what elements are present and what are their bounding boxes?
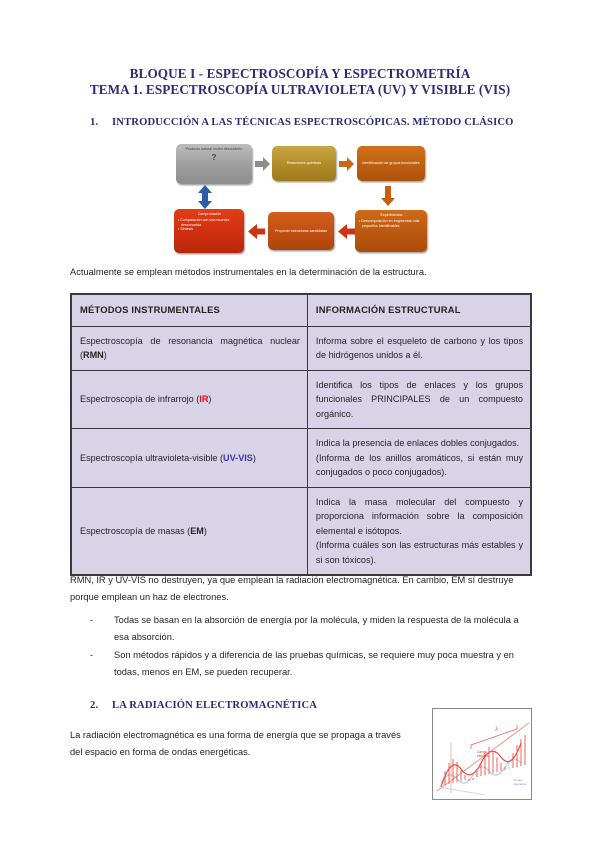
characteristics-list: - Todas se basan en la absorción de energ…: [86, 612, 532, 682]
table-cell-info-uvvis: Indica la presencia de enlaces dobles co…: [306, 428, 532, 488]
flow-box-identificacion-label: Identificación de grupos funcionales: [362, 161, 420, 166]
flow-box-comprobacion-title: Comprobación: [197, 212, 222, 216]
instrumental-methods-table: MÉTODOS INSTRUMENTALES INFORMACIÓN ESTRU…: [70, 293, 532, 576]
list-item-text: Todas se basan en la absorción de energí…: [114, 615, 519, 642]
bullet-marker: -: [90, 650, 94, 660]
flow-box-experimentos-title: Experimentos: [380, 213, 403, 217]
flow-box-comprobacion: Comprobación Comparación con una muestra…: [174, 209, 244, 253]
document-title: BLOQUE I - ESPECTROSCOPÍA Y ESPECTROMETR…: [0, 66, 600, 98]
section-number-1: 1.: [90, 117, 99, 128]
campo-magnetico-label: Campo: [513, 778, 523, 782]
electromagnetic-wave-figure: λ Campo eléctrico Campo magnético: [432, 708, 532, 800]
table-row: Espectroscopía de masas (EM) Indica la m…: [71, 486, 532, 575]
flow-box-reacciones-quimicas: Reacciones químicas: [272, 146, 336, 181]
list-item: - Son métodos rápidos y a diferencia de l…: [86, 647, 532, 681]
section-heading-1: 1. INTRODUCCIÓN A LAS TÉCNICAS ESPECTROSC…: [90, 117, 514, 128]
table-row: Espectroscopía ultravioleta-visible (UV-…: [71, 428, 532, 488]
list-item-text: Son métodos rápidos y a diferencia de la…: [114, 650, 514, 677]
method-uvvis-tag: UV-VIS: [223, 452, 253, 463]
method-em-tag: EM: [190, 525, 204, 536]
flow-box-comprobacion-item-1: Síntesis: [178, 227, 241, 232]
method-em-pre: Espectroscopía de masas (: [80, 525, 191, 536]
arrow-left-red-icon: [338, 224, 355, 239]
method-uvvis-post: ): [252, 452, 256, 463]
method-rmn-post: ): [103, 350, 107, 360]
flow-box-proponer-estructuras: Proponer estructuras candidatas: [268, 212, 334, 250]
table-cell-method-ir: Espectroscopía de infrarrojo (IR): [71, 369, 308, 429]
table-header-informacion: INFORMACIÓN ESTRUCTURAL: [306, 294, 532, 327]
flow-box-experimentos-item-0: Descomposición en fragmentos más pequeño…: [359, 219, 424, 228]
method-uvvis-pre: Espectroscopía ultravioleta-visible (: [80, 452, 224, 463]
method-ir-post: ): [208, 394, 212, 404]
method-em-post: ): [203, 525, 207, 536]
table-row: Espectroscopía de infrarrojo (IR) Identi…: [71, 369, 532, 429]
table-row: Espectroscopía de resonancia magnética n…: [71, 325, 532, 371]
section-number-2: 2.: [90, 700, 99, 711]
flow-box-reacciones-label: Reacciones químicas: [286, 161, 322, 166]
em-wave-svg: λ Campo eléctrico Campo magnético: [436, 722, 530, 796]
campo-magnetico-label-2: magnético: [513, 782, 527, 786]
document-title-line-1: BLOQUE I - ESPECTROSCOPÍA Y ESPECTROMETR…: [129, 66, 471, 81]
arrow-right-gray-icon: [255, 157, 270, 171]
arrow-right-orange-icon: [339, 157, 354, 171]
bullet-marker: -: [90, 615, 94, 625]
section-heading-2: 2. LA RADIACIÓN ELECTROMAGNÉTICA: [90, 700, 317, 711]
flow-box-producto-question: ?: [211, 152, 217, 162]
table-cell-method-rmn: Espectroscopía de resonancia magnética n…: [71, 325, 308, 371]
arrow-down-orange-icon: [381, 186, 395, 206]
flow-box-identificacion-grupos: Identificación de grupos funcionales: [357, 146, 425, 181]
classical-method-flowchart: Producto natural recién descubierto ? Re…: [172, 144, 435, 254]
method-ir-tag: IR: [199, 394, 209, 404]
table-cell-info-em: Indica la masa molecular del compuesto y…: [306, 486, 532, 575]
table-cell-method-uvvis: Espectroscopía ultravioleta-visible (UV-…: [71, 428, 308, 488]
document-title-line-2: TEMA 1. ESPECTROSCOPÍA ULTRAVIOLETA (UV)…: [89, 82, 511, 97]
flow-box-comprobacion-item-0: Comparación con una muestra desconocida: [178, 218, 241, 227]
flow-box-producto-label: Producto natural recién descubierto: [185, 147, 243, 151]
table-header-row: MÉTODOS INSTRUMENTALES INFORMACIÓN ESTRU…: [71, 294, 532, 327]
campo-electrico-label: Campo: [477, 750, 488, 754]
table-header-metodos: MÉTODOS INSTRUMENTALES: [71, 294, 308, 327]
method-rmn-tag: RMN: [83, 350, 104, 360]
section-label-1: INTRODUCCIÓN A LAS TÉCNICAS ESPECTROSCÓP…: [112, 117, 514, 128]
campo-electrico-label-2: eléctrico: [477, 754, 489, 758]
list-item: - Todas se basan en la absorción de energ…: [86, 612, 532, 646]
arrow-left-red-2-icon: [248, 224, 265, 239]
table-cell-method-em: Espectroscopía de masas (EM): [71, 486, 308, 575]
arrow-double-vertical-blue-icon: [198, 185, 212, 209]
flow-box-producto-natural: Producto natural recién descubierto ?: [176, 144, 252, 184]
paragraph-radiacion: La radiación electromagnética es una for…: [70, 730, 401, 757]
table-cell-info-rmn: Informa sobre el esqueleto de carbono y …: [306, 325, 532, 371]
section-label-2: LA RADIACIÓN ELECTROMAGNÉTICA: [112, 700, 318, 711]
method-rmn-pre: Espectroscopía de resonancia magnética n…: [80, 335, 300, 361]
flow-box-proponer-label: Proponer estructuras candidatas: [275, 228, 327, 233]
method-ir-pre: Espectroscopía de infrarrojo (: [80, 394, 200, 404]
flow-box-experimentos: Experimentos Descomposición en fragmento…: [355, 210, 427, 252]
lambda-label: λ: [495, 725, 499, 733]
paragraph-actualmente: Actualmente se emplean métodos instrumen…: [70, 267, 427, 277]
paragraph-rmn-ir-uvvis: RMN, IR y UV-VIS no destruyen, ya que em…: [70, 575, 514, 602]
table-cell-info-ir: Identifica los tipos de enlaces y los gr…: [306, 369, 532, 429]
